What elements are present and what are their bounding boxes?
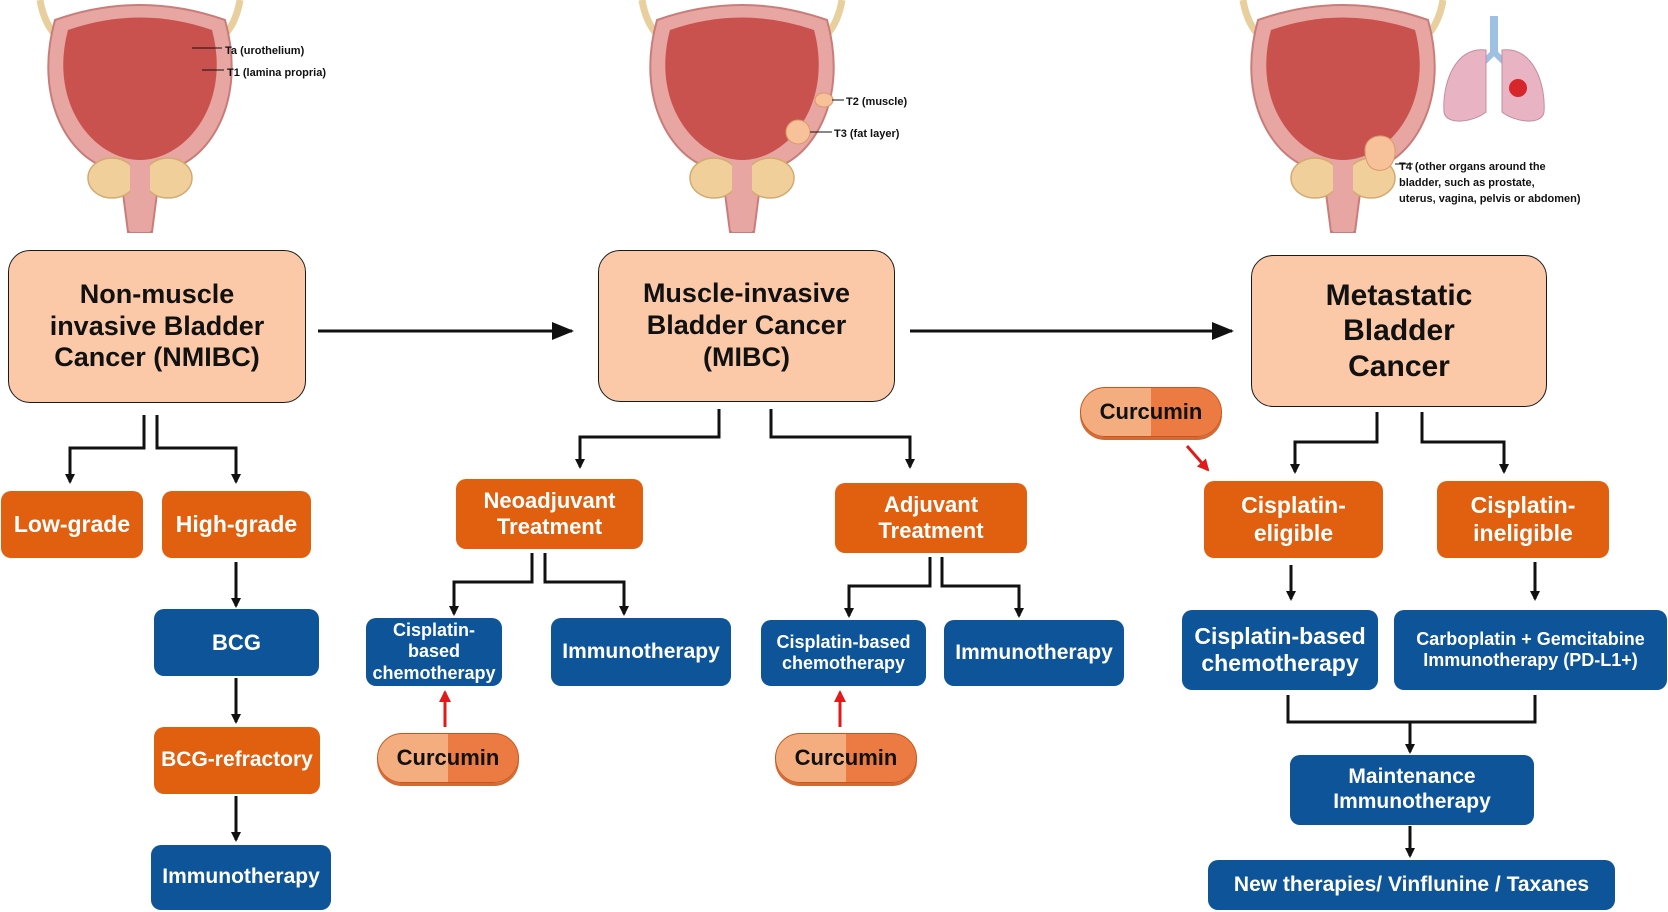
curcumin-pill-adjuvant: Curcumin bbox=[775, 733, 917, 783]
adj-immunotherapy-box: Immunotherapy bbox=[944, 620, 1124, 686]
bcg-box: BCG bbox=[154, 609, 319, 676]
arrow-to-ineligible bbox=[1420, 412, 1509, 474]
merge-to-maintenance bbox=[1286, 695, 1537, 724]
new-therapies-box: New therapies/ Vinflunine / Taxanes bbox=[1208, 860, 1615, 910]
neo-chemotherapy-box: Cisplatin-based chemotherapy bbox=[366, 618, 502, 686]
label-t4-line2: bladder, such as prostate, bbox=[1399, 177, 1535, 189]
label-ta: Ta (urothelium) bbox=[225, 45, 305, 57]
neoadjuvant-box: Neoadjuvant Treatment bbox=[456, 479, 643, 549]
stage-mibc: Muscle-invasive Bladder Cancer (MIBC) bbox=[598, 250, 895, 402]
lungs-illustration bbox=[1443, 16, 1545, 122]
label-t2: T2 (muscle) bbox=[846, 96, 907, 108]
nmibc-immunotherapy-box: Immunotherapy bbox=[151, 845, 331, 910]
label-t3: T3 (fat layer) bbox=[834, 128, 900, 140]
arrow-adj-immuno bbox=[940, 557, 1024, 618]
arrow-to-eligible bbox=[1290, 412, 1379, 474]
label-t4-line3: uterus, vagina, pelvis or abdomen) bbox=[1399, 193, 1581, 205]
stage-metastatic: Metastatic Bladder Cancer bbox=[1251, 255, 1547, 407]
ineligible-treatment-box: Carboplatin + Gemcitabine Immunotherapy … bbox=[1394, 610, 1667, 690]
bladder-illustration-metastatic: T4 (other organs around the bladder, suc… bbox=[1239, 0, 1581, 233]
low-grade-box: Low-grade bbox=[1, 491, 143, 558]
bladder-illustration-nmibc: Ta (urothelium) T1 (lamina propria) bbox=[36, 0, 326, 233]
arrow-to-high-grade bbox=[155, 415, 241, 484]
arrow-adj-chemo bbox=[844, 557, 932, 618]
curcumin-pill-metastatic: Curcumin bbox=[1080, 387, 1222, 437]
cisplatin-ineligible-box: Cisplatin-ineligible bbox=[1437, 481, 1609, 558]
eligible-chemotherapy-box: Cisplatin-based chemotherapy bbox=[1182, 610, 1378, 690]
cisplatin-eligible-box: Cisplatin-eligible bbox=[1204, 481, 1383, 558]
bcg-refractory-box: BCG-refractory bbox=[154, 727, 320, 794]
high-grade-box: High-grade bbox=[162, 491, 311, 558]
adjuvant-box: Adjuvant Treatment bbox=[835, 483, 1027, 553]
curcumin-arrow-metastatic bbox=[1185, 445, 1210, 472]
arrow-neo-chemo bbox=[449, 553, 534, 616]
arrow-to-neoadjuvant bbox=[575, 409, 721, 469]
arrow-to-low-grade bbox=[65, 415, 146, 484]
curcumin-pill-neoadjuvant: Curcumin bbox=[377, 733, 519, 783]
neo-immunotherapy-box: Immunotherapy bbox=[551, 618, 731, 686]
arrow-neo-immuno bbox=[543, 553, 629, 616]
maintenance-immunotherapy-box: Maintenance Immunotherapy bbox=[1290, 755, 1534, 825]
label-t4-line1: T4 (other organs around the bbox=[1399, 161, 1546, 173]
stage-nmibc: Non-muscle invasive Bladder Cancer (NMIB… bbox=[8, 250, 306, 403]
adj-chemotherapy-box: Cisplatin-based chemotherapy bbox=[761, 620, 926, 686]
bladder-illustration-mibc: T2 (muscle) T3 (fat layer) bbox=[638, 0, 907, 233]
arrow-to-adjuvant bbox=[769, 409, 915, 469]
label-t1: T1 (lamina propria) bbox=[227, 67, 326, 79]
